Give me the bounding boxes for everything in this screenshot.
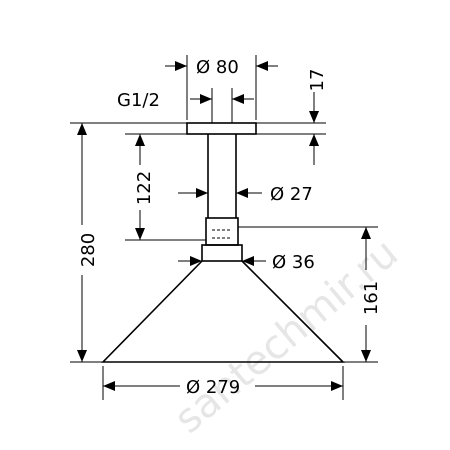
dim-280-label: 280: [78, 233, 99, 267]
dim-g12-arrow-left: [200, 94, 212, 104]
ball-joint: [205, 217, 239, 246]
dim-279: Ø 279: [102, 366, 344, 400]
dim-122: 122: [125, 133, 206, 241]
dim-27-arrow-left: [196, 188, 208, 198]
dim-279-arrow-right: [331, 381, 343, 391]
dim-80: Ø 80: [165, 55, 278, 120]
dim-36-label: Ø 36: [272, 252, 315, 273]
head-neck: [201, 244, 243, 262]
dim-17: 17: [256, 69, 328, 165]
dim-161-label: 161: [361, 281, 382, 315]
dim-g12-label: G1/2: [117, 90, 160, 111]
dim-279-arrow-left: [103, 381, 115, 391]
dim-36: Ø 36: [178, 252, 315, 273]
dim-161-arrow-bottom: [361, 350, 371, 362]
shower-cone: [101, 260, 345, 363]
dim-122-arrow-top: [135, 134, 145, 146]
dim-161: 161: [238, 226, 382, 363]
dim-27-label: Ø 27: [270, 184, 313, 205]
dim-122-label: 122: [134, 171, 155, 205]
dim-17-label: 17: [307, 69, 328, 92]
shower-head-outline: [101, 112, 345, 363]
dim-17-arrow-top: [309, 111, 319, 123]
dim-122-arrow-bottom: [135, 228, 145, 240]
dim-280-arrow-top: [77, 123, 87, 135]
dim-80-label: Ø 80: [196, 57, 239, 78]
dim-80-arrow-right: [256, 61, 268, 71]
dim-279-label: Ø 279: [186, 377, 240, 398]
dim-36-arrow-left: [190, 256, 202, 266]
dim-36-arrow-right: [242, 256, 254, 266]
dim-80-arrow-left: [175, 61, 187, 71]
dim-280: 280: [70, 122, 187, 363]
dim-27-arrow-right: [236, 188, 248, 198]
dim-g12-arrow-right: [232, 94, 244, 104]
dim-161-arrow-top: [361, 227, 371, 239]
dim-17-arrow-bottom: [309, 134, 319, 146]
ceiling-flange: [186, 122, 257, 135]
dim-g12: G1/2: [117, 88, 254, 112]
dim-280-arrow-bottom: [77, 350, 87, 362]
dim-27: Ø 27: [178, 184, 313, 205]
